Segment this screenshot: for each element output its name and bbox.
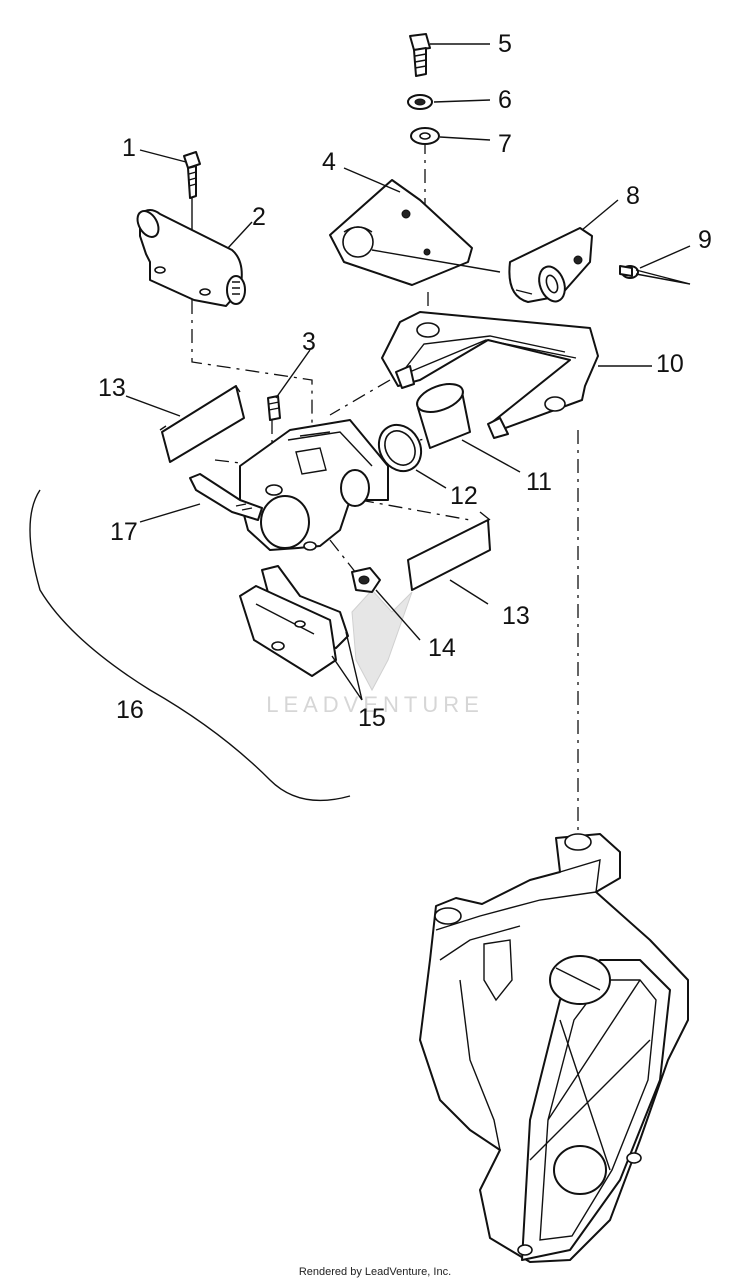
footer-credit: Rendered by LeadVenture, Inc. bbox=[298, 1266, 452, 1278]
callout-11: 11 bbox=[526, 468, 552, 496]
part-13-shim-upper bbox=[159, 385, 245, 463]
part-7-flat-washer bbox=[410, 127, 440, 145]
leader-lines bbox=[125, 43, 691, 701]
callout-13-upper: 13 bbox=[98, 374, 126, 402]
part-chaincase-housing bbox=[419, 833, 689, 1263]
callout-12: 12 bbox=[450, 482, 478, 510]
callout-9: 9 bbox=[698, 226, 712, 254]
callout-3: 3 bbox=[302, 328, 316, 356]
part-2-fitting bbox=[136, 209, 246, 307]
part-9-screw bbox=[619, 265, 691, 285]
callout-14: 14 bbox=[428, 634, 456, 662]
part-5-bolt bbox=[409, 33, 431, 77]
callout-7: 7 bbox=[498, 130, 512, 158]
callout-2: 2 bbox=[252, 203, 266, 231]
part-10-mount-bracket bbox=[381, 311, 599, 439]
part-15-brake-pads bbox=[239, 565, 349, 677]
part-11-piston bbox=[416, 383, 471, 449]
callout-8: 8 bbox=[626, 182, 640, 210]
part-3-bleeder-screw bbox=[267, 395, 281, 421]
callout-15: 15 bbox=[358, 704, 386, 732]
part-caliper-body bbox=[239, 419, 389, 551]
callout-labels: 1 2 3 4 5 6 7 8 9 10 11 12 13 13 14 15 1… bbox=[98, 30, 712, 732]
part-8-pivot-bushing bbox=[508, 227, 593, 303]
part-4-bracket bbox=[329, 179, 501, 286]
watermark-text: LEADVENTURE bbox=[266, 692, 484, 717]
part-17-brake-line bbox=[189, 473, 263, 521]
part-6-lock-washer bbox=[407, 94, 433, 110]
callout-13-lower: 13 bbox=[502, 602, 530, 630]
callout-10: 10 bbox=[656, 350, 684, 378]
callout-6: 6 bbox=[498, 86, 512, 114]
callout-4: 4 bbox=[322, 148, 336, 176]
callout-5: 5 bbox=[498, 30, 512, 58]
part-13-shim-lower bbox=[407, 511, 491, 591]
part-14-nut bbox=[351, 567, 381, 593]
watermark: LEADVENTURE bbox=[266, 589, 484, 717]
callout-1: 1 bbox=[122, 134, 136, 162]
callout-17: 17 bbox=[110, 518, 138, 546]
callout-16: 16 bbox=[116, 696, 144, 724]
group-16-bracket bbox=[29, 489, 351, 802]
